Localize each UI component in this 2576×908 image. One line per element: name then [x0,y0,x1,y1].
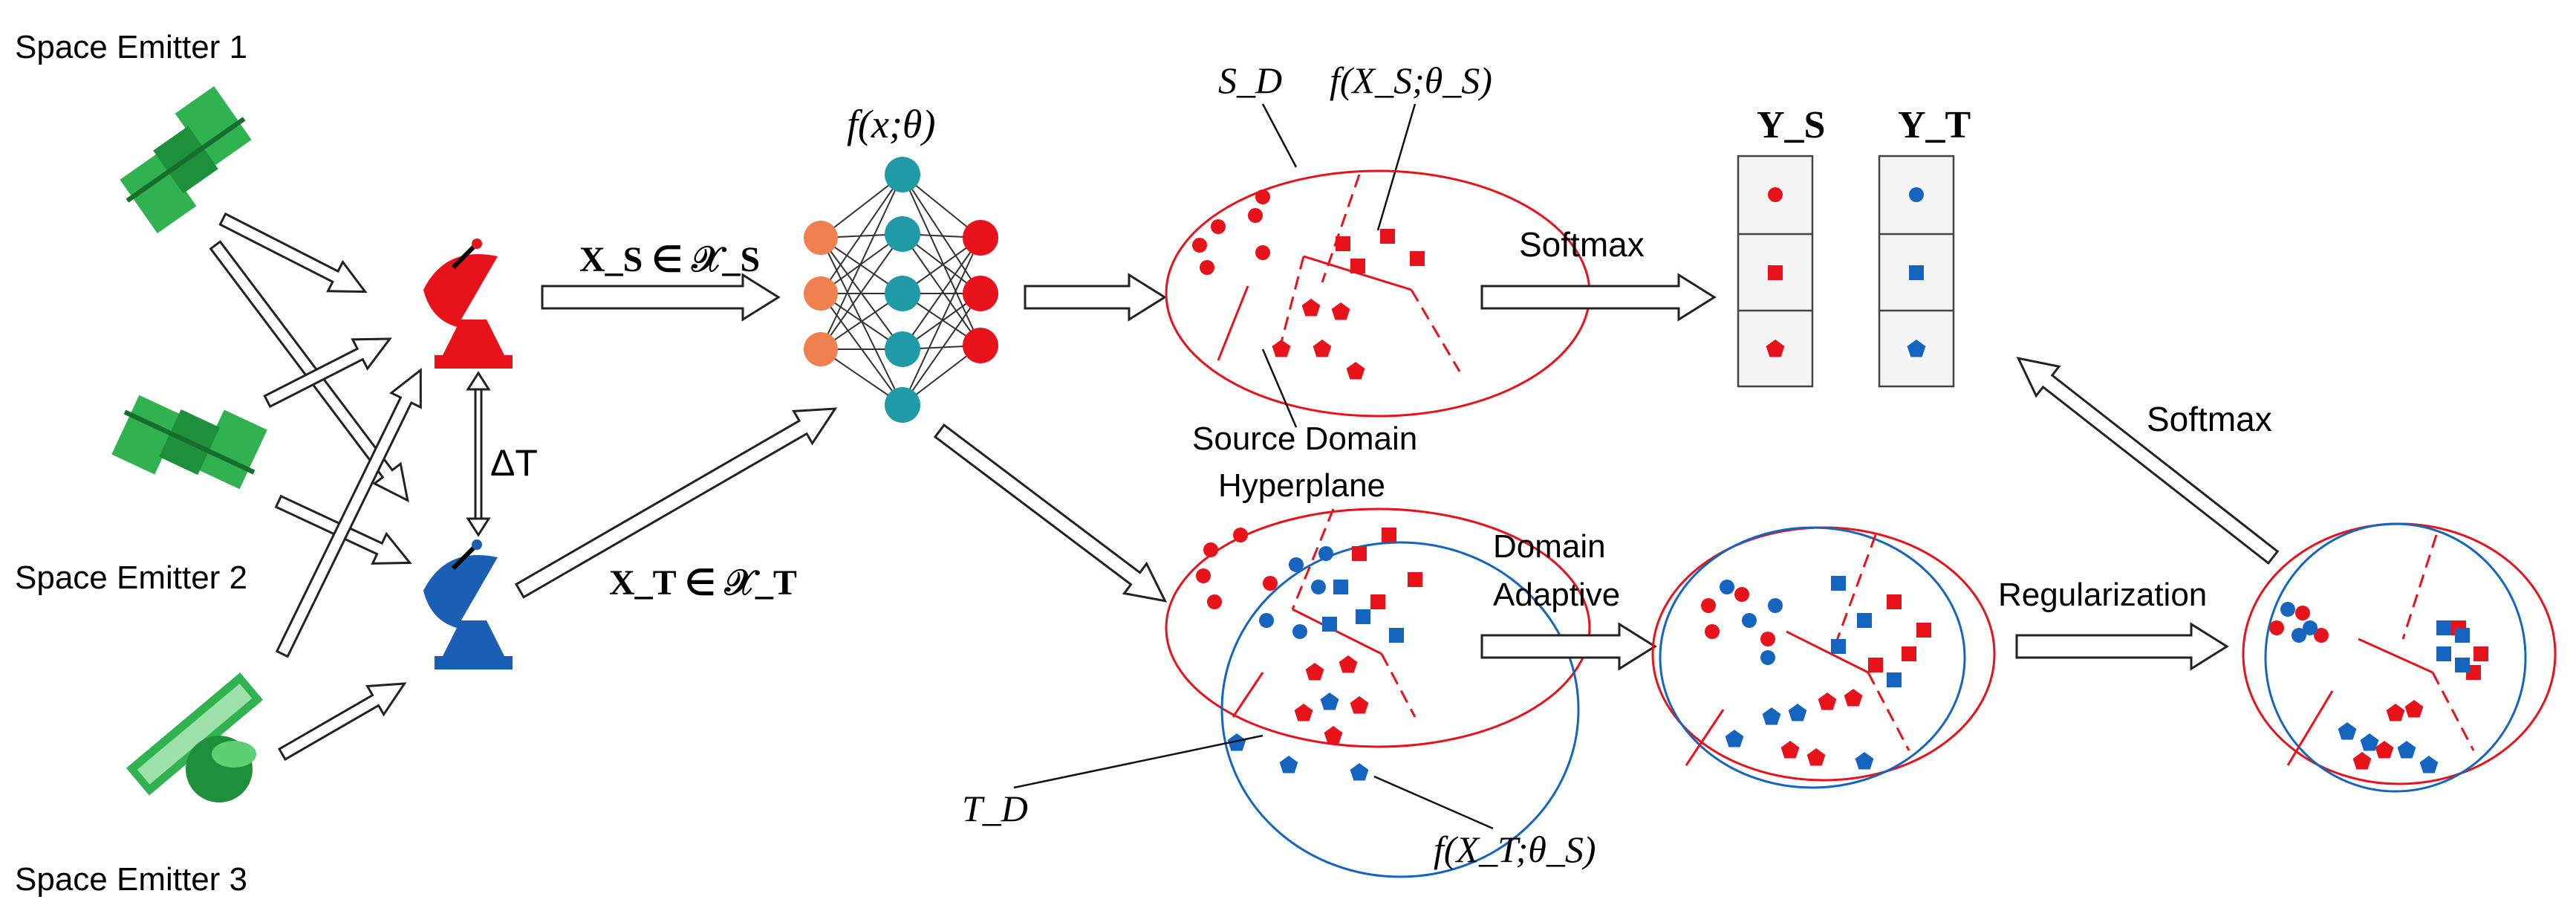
regularization-label: Regularization [1998,577,2207,613]
delta-t-arrow [466,371,491,537]
target-input-arrow [514,407,838,599]
output-source-label: Y_S [1757,104,1825,146]
source-input-arrow [541,273,781,322]
emitter-1-label: Space Emitter 1 [15,29,247,65]
source-domain-cluster [1165,169,1591,418]
mixed-domain-cluster [1165,507,1591,878]
satellite-icon [93,348,286,536]
softmax-right-arrow [2016,357,2280,565]
hyperplane-label-1: Source Domain [1192,421,1417,457]
emitter-2-label: Space Emitter 2 [15,560,247,596]
source-feature-label: f(X_S;θ_S) [1330,59,1492,101]
radar-dish-source-icon [423,239,513,369]
domain-adaptive-label-1: Domain [1493,528,1606,565]
target-input-label: X_T ∈ 𝒳_T [609,563,797,603]
nn-to-source-arrow [1024,273,1167,322]
radar-dish-target-icon [423,539,513,669]
output-source-box [1737,155,1814,388]
softmax-top-label: Softmax [1519,225,1645,264]
satellite-dish-icon [126,672,264,802]
hyperplane-label-2: Hyperplane [1218,467,1385,504]
output-target-label: Y_T [1898,104,1971,146]
output-target-box [1878,155,1955,388]
emitter-3-label: Space Emitter 3 [15,861,247,898]
neural-network [804,157,998,423]
delta-t-label: ΔT [490,442,538,484]
satellite-icon [120,86,251,233]
target-feature-label: f(X_T;θ_S) [1434,828,1596,870]
softmax-top-arrow [1480,273,1717,322]
emitter-arrows [209,212,422,761]
source-domain-label: S_D [1218,59,1282,101]
softmax-right-label: Softmax [2147,400,2272,438]
source-input-label: X_S ∈ 𝒳_S [579,240,760,279]
domain-adaptive-label-2: Adaptive [1493,577,1620,613]
target-domain-label: T_D [962,788,1028,829]
regularization-arrow [2015,622,2229,671]
domain-adaptive-arrow [1480,622,1657,671]
network-label: f(x;θ) [847,102,935,146]
regularized-domain-cluster [2242,522,2557,793]
adapted-domain-cluster [1651,526,1996,789]
nn-to-target-arrow [933,423,1168,603]
